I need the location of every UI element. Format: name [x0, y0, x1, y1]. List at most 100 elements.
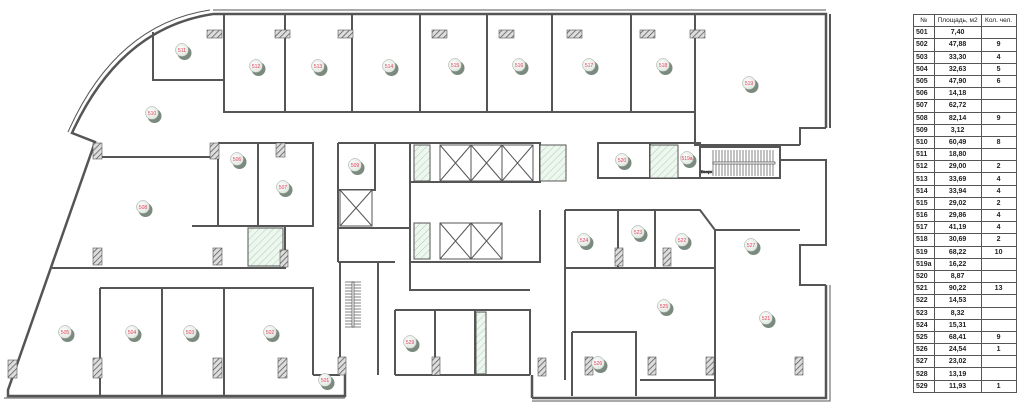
stair-rail	[351, 281, 355, 328]
columns	[7, 29, 804, 379]
column	[209, 142, 220, 160]
room-marker[interactable]: 514	[382, 59, 399, 77]
room-marker[interactable]: 517	[582, 58, 599, 76]
room-number-label: 527	[747, 243, 756, 249]
room-marker[interactable]: 507	[276, 180, 293, 198]
room-marker[interactable]: 506	[230, 152, 247, 170]
room-number-label: 522	[678, 238, 687, 244]
room-marker[interactable]: 505	[58, 325, 75, 343]
stairs: Вверх	[345, 150, 776, 328]
room-people	[980, 269, 1017, 284]
room-people: 9	[980, 111, 1017, 125]
room-number: 524	[913, 318, 935, 332]
column	[566, 29, 583, 39]
room-number-label: 502	[266, 330, 275, 336]
room-number: 516	[913, 208, 935, 223]
column	[275, 142, 286, 158]
room-people: 4	[980, 50, 1017, 64]
room-number-label: 503	[186, 330, 195, 336]
room-marker[interactable]: 529	[403, 335, 420, 353]
room-marker[interactable]: 526	[591, 356, 608, 374]
header-people: Кол. чел.	[980, 13, 1017, 28]
column	[337, 356, 347, 376]
header-number: №	[913, 13, 935, 28]
room-number-label: 516	[515, 63, 524, 69]
room-marker[interactable]: 512	[249, 59, 266, 77]
room-marker[interactable]: 521	[759, 311, 776, 329]
room-area: 47,88	[933, 38, 982, 52]
room-marker[interactable]: 510	[145, 106, 162, 124]
room-number: 517	[913, 221, 935, 235]
room-number-label: 510	[148, 111, 157, 117]
column	[279, 249, 289, 268]
room-marker[interactable]: 501	[318, 373, 335, 391]
room-marker[interactable]: 525	[657, 299, 674, 317]
room-people: 4	[980, 208, 1017, 223]
room-marker[interactable]: 509	[348, 158, 365, 176]
room-marker[interactable]: 524	[577, 233, 594, 251]
room-people: 2	[980, 196, 1017, 211]
room-area: 60,49	[933, 135, 982, 150]
room-area: 18,80	[933, 148, 982, 162]
room-marker[interactable]: 504	[125, 325, 142, 343]
room-marker[interactable]: 522	[675, 233, 692, 251]
room-area: 33,69	[933, 172, 982, 186]
room-marker[interactable]: 508	[136, 200, 153, 218]
column	[206, 29, 223, 39]
column	[614, 247, 624, 267]
room-marker[interactable]: 519a	[680, 151, 697, 169]
room-marker[interactable]: 515	[448, 58, 465, 76]
room-marker[interactable]: 511	[175, 43, 192, 61]
room-number: 505	[913, 74, 935, 89]
room-number: 525	[913, 330, 935, 345]
column	[794, 356, 804, 376]
room-number: 521	[913, 282, 935, 296]
room-marker[interactable]: 502	[263, 325, 280, 343]
room-number: 519a	[913, 257, 935, 271]
column	[431, 29, 448, 39]
room-area: 24,54	[933, 343, 982, 357]
room-marker[interactable]: 523	[631, 225, 648, 243]
room-marker[interactable]: 527	[744, 238, 761, 256]
room-people: 4	[980, 221, 1017, 235]
room-number-label: 517	[585, 63, 594, 69]
room-people	[980, 355, 1017, 369]
stair-rail	[712, 161, 776, 165]
room-marker[interactable]: 519	[742, 76, 759, 94]
room-number-label: 507	[279, 185, 288, 191]
room-number-label: 512	[252, 64, 261, 70]
room-area: 11,93	[933, 379, 982, 393]
room-marker[interactable]: 516	[512, 58, 529, 76]
room-marker[interactable]: 518	[656, 58, 673, 76]
room-area: 29,86	[933, 208, 982, 223]
room-markers: 511 512 513 514 515 516 517 518 519 510 506 507 508 5…	[58, 43, 776, 391]
room-people: 4	[980, 184, 1017, 198]
room-number-label: 511	[178, 48, 186, 54]
room-number: 522	[913, 294, 935, 308]
elevator-shafts	[247, 144, 679, 375]
room-number-label: 520	[618, 158, 627, 164]
room-marker[interactable]: 520	[615, 153, 632, 171]
room-people	[980, 306, 1017, 320]
room-area: 3,12	[933, 123, 982, 137]
room-number-label: 524	[580, 238, 589, 244]
room-number: 519	[913, 245, 935, 259]
room-marker[interactable]: 503	[183, 325, 200, 343]
column	[662, 247, 672, 267]
room-number-label: 525	[660, 304, 669, 310]
room-marker[interactable]: 513	[311, 59, 328, 77]
column	[7, 359, 18, 379]
